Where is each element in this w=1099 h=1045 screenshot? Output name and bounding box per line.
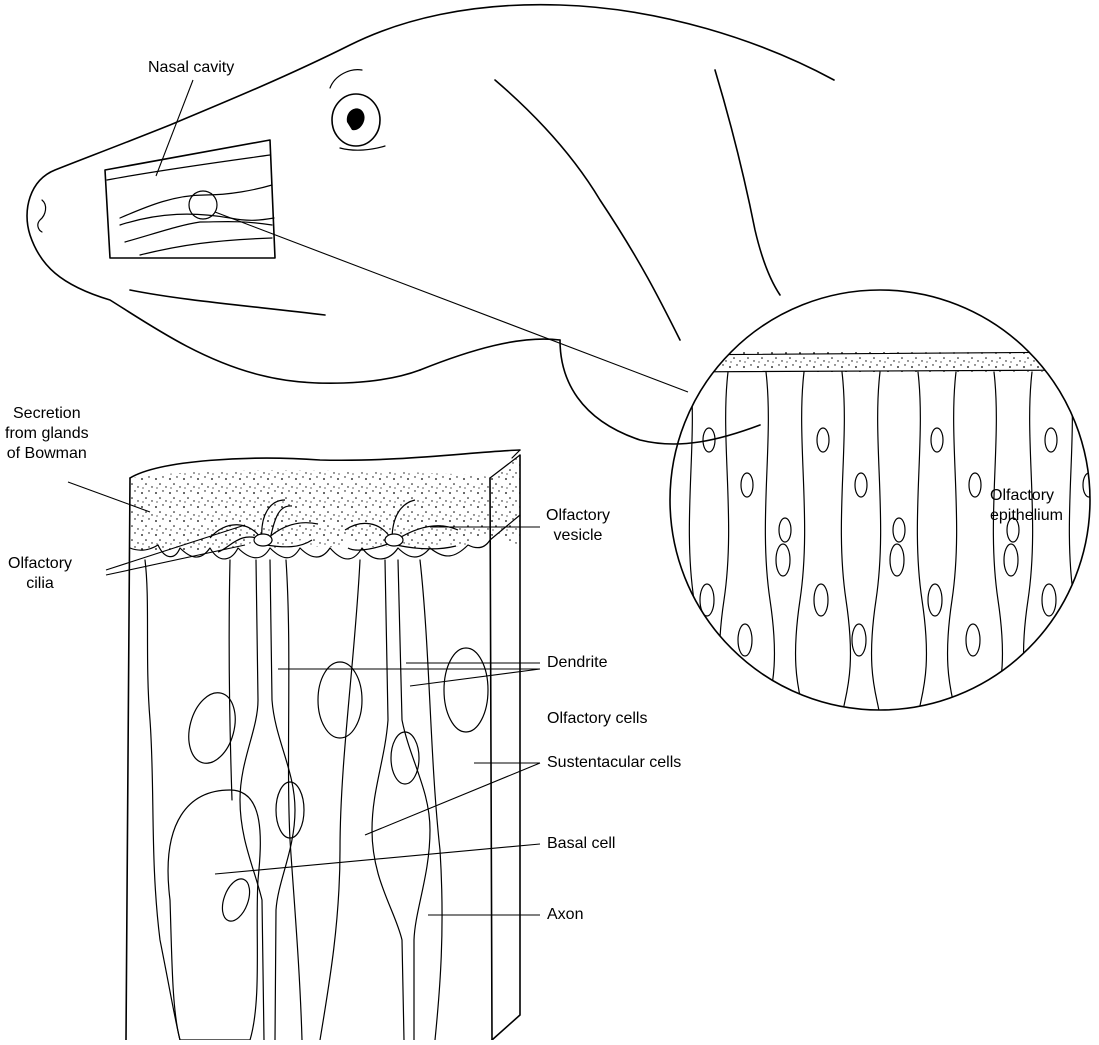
label-olfactory-epithelium: Olfactory epithelium — [990, 486, 1063, 526]
epithelium-nucleus — [969, 473, 981, 497]
label-secretion-line3: of Bowman — [7, 444, 87, 464]
nucleus — [318, 662, 362, 738]
epithelium-nucleus — [700, 584, 714, 616]
epithelium-cell-wall — [765, 372, 774, 720]
epithelium-cell-wall — [1069, 372, 1078, 720]
epithelium-nucleus — [893, 518, 905, 542]
magnify-connector — [215, 212, 688, 392]
label-sustentacular-cells: Sustentacular cells — [547, 753, 681, 773]
epithelium-nucleus — [890, 544, 904, 576]
brow-line — [330, 70, 362, 88]
epithelium-nucleus — [738, 624, 752, 656]
epithelium-nucleus — [1080, 624, 1094, 656]
support-cell-line-c — [420, 560, 442, 1040]
turbinate-4 — [140, 238, 272, 255]
label-secretion-line1: Secretion — [13, 404, 81, 424]
mucosa-block — [126, 450, 520, 1040]
basal-cell — [168, 790, 260, 1040]
epithelium-nucleus — [779, 518, 791, 542]
turbinate-1 — [120, 185, 272, 218]
epithelium-cell-wall — [1024, 372, 1033, 720]
nucleus — [444, 648, 488, 732]
nucleus — [217, 875, 255, 925]
label-secretion-line2: from glands — [5, 424, 89, 444]
epithelium-nucleus — [776, 544, 790, 576]
label-cilia-line1: Olfactory — [8, 554, 72, 574]
olfactory-cell-1-right — [270, 560, 295, 1040]
label-epithelium-line2: epithelium — [990, 506, 1063, 526]
head-outline-lip — [420, 339, 560, 370]
epithelium-cell-wall — [720, 372, 729, 720]
epithelium-nucleus — [817, 428, 829, 452]
label-olfactory-cilia: Olfactory cilia — [8, 554, 72, 594]
label-vesicle-line1: Olfactory — [546, 506, 610, 526]
mucus-layer — [130, 455, 520, 553]
label-axon: Axon — [547, 905, 583, 925]
left-cell-outline — [145, 560, 180, 1040]
epithelium-cell-wall — [993, 372, 1002, 720]
epithelium-nucleus — [966, 624, 980, 656]
nostril — [38, 200, 46, 232]
support-cell-line-d — [229, 560, 232, 800]
epithelium-cell-wall — [948, 372, 957, 720]
epithelium-nucleus — [741, 473, 753, 497]
support-cell-line-b — [320, 560, 360, 1040]
block-right-edge — [490, 478, 492, 1040]
nucleus — [391, 732, 419, 784]
epithelium-nucleus — [1004, 544, 1018, 576]
epithelium-cells — [689, 372, 1095, 720]
epithelium-nucleus — [852, 624, 866, 656]
inset-top-curve — [107, 155, 270, 180]
label-nasal-cavity: Nasal cavity — [148, 58, 234, 78]
nucleus — [181, 688, 242, 769]
epithelium-cell-wall — [872, 372, 881, 720]
label-vesicle-line2: vesicle — [554, 526, 603, 546]
jaw-line — [130, 290, 325, 315]
neck-line — [715, 70, 780, 295]
label-dendrite: Dendrite — [547, 653, 607, 673]
epithelium-cell-wall — [796, 372, 805, 720]
label-cilia-line2: cilia — [26, 574, 54, 594]
eye-pupil — [347, 108, 365, 130]
epithelium-cell-wall — [841, 372, 850, 720]
label-olfactory-vesicle: Olfactory vesicle — [546, 506, 610, 546]
cheek-line — [495, 80, 680, 340]
nasal-cavity-inset — [105, 140, 688, 392]
epithelium-cell-wall — [689, 372, 698, 720]
label-epithelium-line1: Olfactory — [990, 486, 1063, 506]
olfactory-cell-1-left — [240, 560, 264, 1040]
label-secretion: Secretion from glands of Bowman — [5, 404, 89, 464]
turbinate-2 — [120, 214, 274, 225]
epithelium-nucleus — [931, 428, 943, 452]
epithelium-cell-wall — [917, 372, 926, 720]
epithelium-nucleus — [928, 584, 942, 616]
under-eye-line — [340, 146, 385, 150]
leader-sustentacular-2 — [365, 763, 540, 835]
label-basal-cell: Basal cell — [547, 834, 615, 854]
epithelium-nucleus — [814, 584, 828, 616]
epithelium-nucleus — [1042, 584, 1056, 616]
epithelium-nucleus — [855, 473, 867, 497]
label-olfactory-cells: Olfactory cells — [547, 709, 647, 729]
epithelium-nucleus — [1045, 428, 1057, 452]
